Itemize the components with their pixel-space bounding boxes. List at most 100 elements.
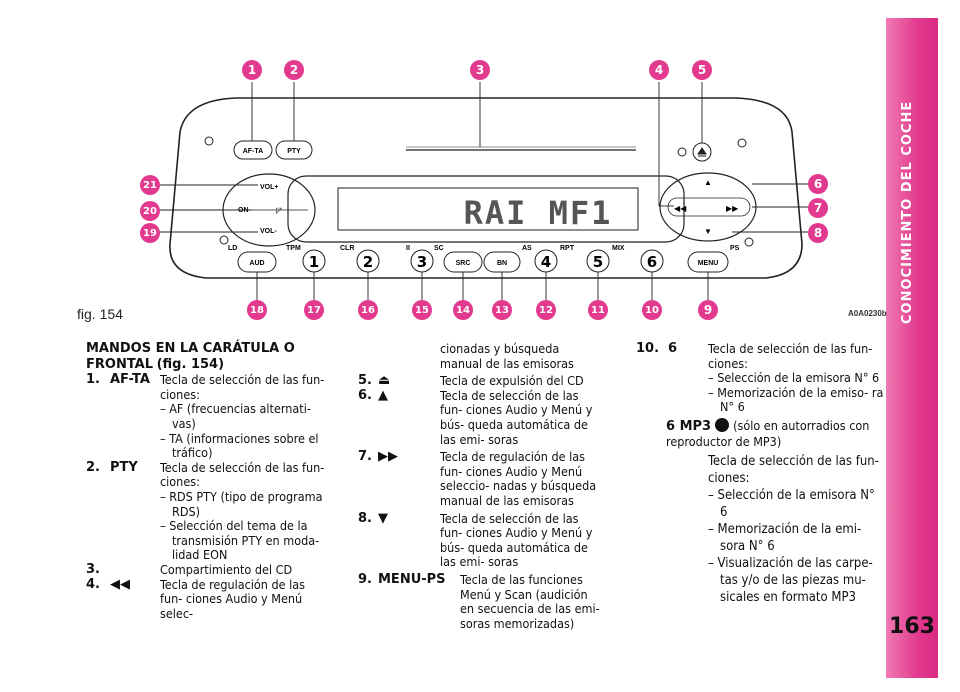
callout-4: 4: [649, 60, 669, 80]
af-ta-label: AF-TA: [243, 148, 263, 155]
eject-icon: ⏏: [378, 373, 391, 389]
figure-code: A0A0230b: [848, 309, 887, 318]
item-number: 3.: [86, 561, 100, 577]
item-number: 2.: [86, 459, 100, 475]
preset-3-label: 3: [417, 253, 427, 271]
mute-icon: ◸: [276, 206, 283, 215]
radio-diagram: RAI MF1 AF-TA PTY VOL+ ON ◸ VOL- ▲ ◀◀ ▶▶…: [156, 82, 808, 300]
callout-6: 6: [808, 174, 828, 194]
list-item: 6. ▲ Tecla de selección de las fun- cion…: [358, 387, 604, 447]
mp3-dot-icon: [715, 417, 730, 432]
item-text: Tecla de selección de las fun- ciones Au…: [440, 387, 593, 447]
callout-19: 19: [140, 223, 160, 243]
text-column-2: cionadas y búsqueda manual de las emisor…: [358, 341, 604, 631]
page-number: 163: [889, 614, 935, 639]
section-heading: MANDOS EN LA CARÁTULA O: [86, 341, 295, 356]
tpm-label: TPM: [286, 245, 301, 252]
item-10-subs: – Selección de la emisora N° 6 – Memoriz…: [636, 371, 884, 415]
forward-icon: ▶▶: [378, 449, 398, 465]
figure-reference: (fig. 154): [156, 356, 225, 372]
callout-9: 9: [698, 300, 718, 320]
callout-5: 5: [692, 60, 712, 80]
continued-text: cionadas y búsqueda manual de las emisor…: [440, 341, 574, 371]
list-item: 3. Compartimiento del CD: [86, 561, 326, 578]
item-key: 6: [668, 341, 678, 356]
item-number: 6.: [358, 387, 372, 403]
item-description: Tecla de selección de las fun- ciones: –…: [160, 372, 326, 461]
callout-12: 12: [536, 300, 556, 320]
rewind-icon[interactable]: ◀◀: [674, 204, 687, 213]
preset-1-label: 1: [309, 253, 319, 271]
callout-10: 10: [642, 300, 662, 320]
preset-2-label: 2: [363, 253, 373, 271]
callout-16: 16: [358, 300, 378, 320]
callout-13: 13: [492, 300, 512, 320]
as-label: AS: [522, 245, 532, 252]
rpt-label: RPT: [560, 245, 575, 252]
rewind-icon: ◀◀: [110, 576, 130, 592]
sub-item: – Memorización de la emiso- ra N° 6: [708, 384, 884, 415]
callout-21: 21: [140, 175, 160, 195]
callout-7: 7: [808, 198, 828, 218]
item-text: Tecla de regulación de las fun- ciones A…: [440, 449, 597, 508]
preset-5-label: 5: [593, 253, 603, 271]
af-ta-button[interactable]: [233, 140, 273, 160]
aud-label: AUD: [249, 260, 264, 267]
chapter-sidebar: CONOCIMIENTO DEL COCHE 163: [886, 18, 938, 678]
menu-label: MENU: [698, 260, 719, 267]
down-arrow-icon[interactable]: ▼: [704, 227, 712, 236]
text-column-3: 10. 6 Tecla de selección de las fun- cio…: [636, 341, 884, 606]
item-text: Compartimiento del CD: [160, 561, 293, 577]
list-item: 9. MENU-PS Tecla de las funciones Menú y…: [358, 571, 604, 631]
chapter-title: CONOCIMIENTO DEL COCHE: [900, 100, 915, 324]
item-number: 8.: [358, 510, 372, 526]
item-number: 10.: [636, 341, 660, 356]
preset-4-label: 4: [541, 253, 551, 271]
mp3-desc-b: ciones:: [708, 471, 750, 487]
vol-down-label[interactable]: VOL-: [260, 228, 277, 235]
item-description: Tecla de selección de las fun- ciones:: [708, 341, 884, 371]
up-arrow-icon[interactable]: ▲: [704, 178, 712, 187]
list-item: 4. ◀◀ Tecla de regulación de las fun- ci…: [86, 576, 326, 622]
callout-14: 14: [453, 300, 473, 320]
item-key: PTY: [110, 459, 138, 475]
ii-label: II: [406, 245, 410, 252]
callout-1: 1: [242, 60, 262, 80]
on-label[interactable]: ON: [238, 207, 249, 214]
display-text: RAI MF1: [464, 194, 613, 232]
list-item: 1. AF-TA Tecla de selección de las fun- …: [86, 372, 326, 461]
src-label: SRC: [456, 260, 471, 267]
sub-item: – Selección de la emisora N° 6: [708, 488, 875, 521]
sub-item: – Selección del tema de la transmisión P…: [160, 518, 320, 563]
sc-label: SC: [434, 245, 444, 252]
ld-label: LD: [228, 245, 237, 252]
eject-icon: [697, 147, 707, 157]
callout-2: 2: [284, 60, 304, 80]
callout-11: 11: [588, 300, 608, 320]
item-text: Tecla de las funciones Menú y Scan (audi…: [460, 571, 600, 631]
callout-17: 17: [304, 300, 324, 320]
radio-figure: RAI MF1 AF-TA PTY VOL+ ON ◸ VOL- ▲ ◀◀ ▶▶…: [76, 52, 886, 324]
figure-label: fig. 154: [77, 306, 123, 322]
sub-item: – Memorización de la emi- sora N° 6: [708, 522, 862, 555]
forward-icon[interactable]: ▶▶: [726, 204, 739, 213]
mp3-item: 6 MP3(sólo en autorradios con reproducto…: [636, 417, 884, 606]
preset-6-label: 6: [647, 253, 657, 271]
list-item: 5. ⏏ Tecla de expulsión del CD: [358, 374, 604, 389]
item-description: Tecla de selección de las fun- ciones: –…: [160, 460, 326, 563]
mp3-desc-a: Tecla de selección de las fun-: [708, 454, 879, 470]
bn-label: BN: [497, 260, 507, 267]
callout-3: 3: [470, 60, 490, 80]
list-item: 7. ▶▶ Tecla de regulación de las fun- ci…: [358, 449, 604, 508]
item-key: AF-TA: [110, 372, 150, 388]
mix-label: MIX: [612, 245, 625, 252]
list-item: 10. 6 Tecla de selección de las fun- cio…: [636, 341, 884, 371]
sub-item: – TA (informaciones sobre el tráfico): [160, 430, 319, 461]
vol-up-label[interactable]: VOL+: [260, 184, 278, 191]
sub-item: – AF (frecuencias alternati- vas): [160, 401, 311, 431]
section-heading-line-2: FRONTAL (fig. 154): [86, 357, 326, 373]
ps-label: PS: [730, 245, 740, 252]
sub-item: – RDS PTY (tipo de programa RDS): [160, 488, 323, 519]
pty-label: PTY: [287, 148, 301, 155]
section-heading-b: FRONTAL: [86, 356, 154, 372]
